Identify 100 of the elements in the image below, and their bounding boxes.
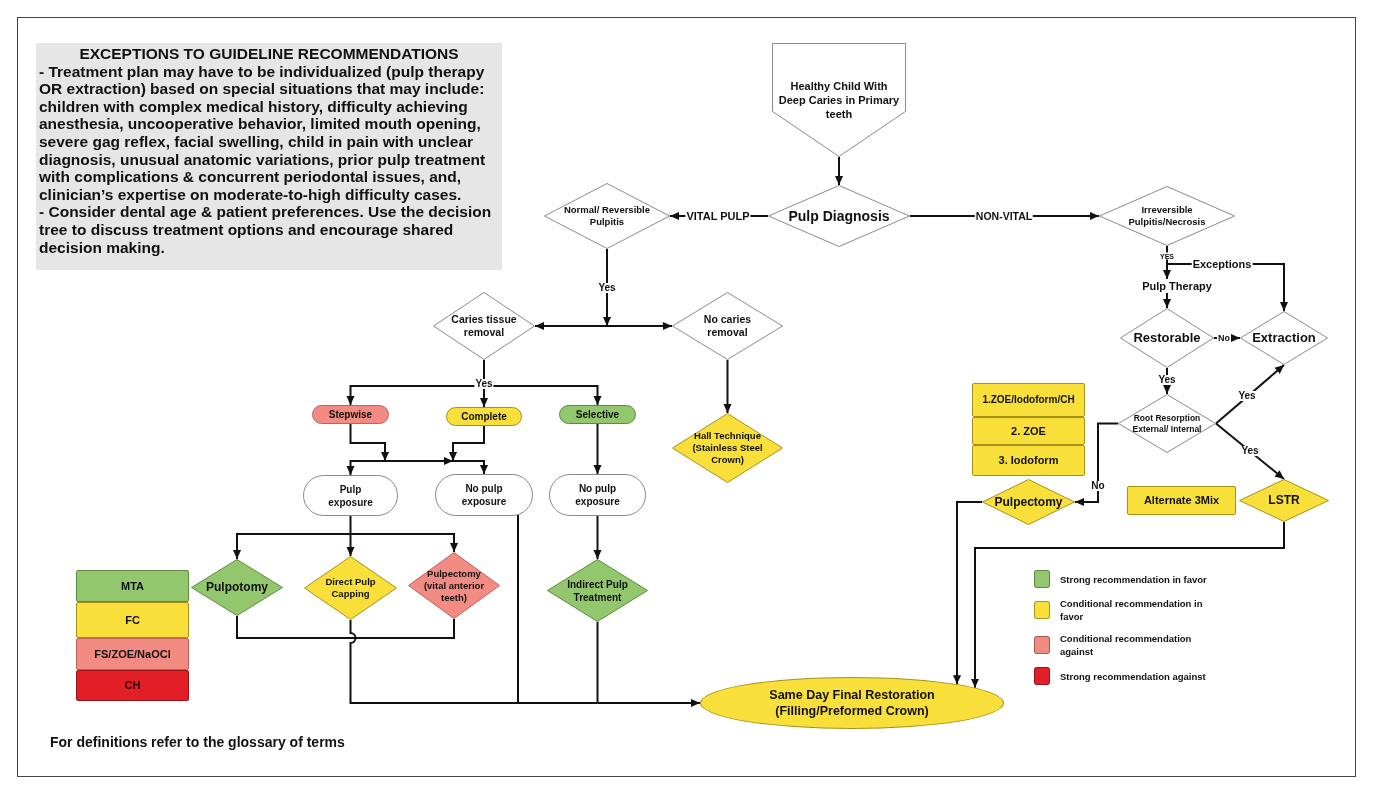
arrow <box>1074 422 1119 507</box>
arrow <box>970 521 1285 689</box>
node-label: 2. ZOE <box>1011 424 1046 438</box>
node-label: Irreversible Pulpitis/Necrosis <box>1127 204 1207 228</box>
node-label: Same Day Final Restoration (Filling/Preformed Crown) <box>768 687 936 719</box>
arrow <box>448 425 485 462</box>
node-label: No caries removal <box>702 313 753 339</box>
note-text: - Consider dental age & patient preferences. Use the decision tree to discuss treatment options and encourage shared decision making. <box>39 203 493 257</box>
arrow <box>384 456 454 466</box>
terminal-pill <box>312 405 389 424</box>
edge-label: NON-VITAL <box>974 210 1034 222</box>
edge-label: Yes <box>474 379 494 389</box>
legend-label: Conditional recommendation in favor <box>1060 597 1204 623</box>
arrow <box>349 533 459 553</box>
process-box <box>76 638 189 670</box>
arrow <box>232 533 352 560</box>
arrow <box>1162 292 1172 309</box>
decision-diamond <box>191 559 283 616</box>
decision-diamond <box>547 559 648 622</box>
node-label: 3. Iodoform <box>998 454 1059 467</box>
node-label: Selective <box>575 408 620 421</box>
arrow <box>593 423 602 475</box>
arrow <box>593 515 602 560</box>
node-label: Extraction <box>1252 330 1316 346</box>
decision-diamond <box>1239 479 1329 522</box>
arrow <box>346 460 386 476</box>
process-box <box>972 445 1085 476</box>
edge-label: No <box>1217 333 1231 343</box>
node-label: Alternate 3Mix <box>1143 494 1220 507</box>
connector-line <box>349 619 519 704</box>
process-box <box>76 602 189 638</box>
arrow <box>952 501 983 686</box>
edge-label: No <box>1090 481 1106 491</box>
edge-label: Yes <box>1240 446 1260 456</box>
connector-line <box>596 621 599 704</box>
decision-diamond <box>544 183 670 249</box>
node-label: Restorable <box>1133 330 1201 346</box>
decision-diamond <box>433 292 535 360</box>
arrow <box>534 321 608 331</box>
decision-diamond <box>1120 308 1214 368</box>
process-box <box>972 417 1085 445</box>
decision-diamond <box>672 413 783 483</box>
note-heading: EXCEPTIONS TO GUIDELINE RECOMMENDATIONS <box>78 45 460 63</box>
arrow <box>723 359 732 414</box>
arrow <box>602 248 612 327</box>
process-box <box>972 383 1085 417</box>
node-label: Pulpectomy (vital anterior teeth) <box>422 567 486 604</box>
note-text: - Treatment plan may have to be individualized (pulp therapy OR extraction) based on special situations that may include: children with complex medical history, difficulty achieving anesthesia, uncooperative behavior, limited mouth opening, severe gag reflex, facial swelling, child in pain with unclear diagnosis, unusual anatomic variations, prior pulp treatment with complications & concurrent periodontal issues, and, clinician’s expertise on moderate-to-high difficulty cases. <box>39 62 487 204</box>
edge-label: Yes <box>597 283 617 293</box>
start-pentagon <box>772 43 906 157</box>
decision-diamond <box>408 552 500 619</box>
node-label: Healthy Child With Deep Caries in Primary teeth <box>777 79 901 121</box>
arrow <box>346 533 355 557</box>
node-label: Normal/ Reversible Pulpitis <box>562 204 652 228</box>
node-label: Pulp exposure <box>327 482 374 509</box>
decision-diamond <box>1118 394 1216 453</box>
footnote-text: For definitions refer to the glossary of terms <box>50 734 345 751</box>
terminal-pill <box>559 405 636 424</box>
connector-line <box>236 615 455 639</box>
node-label: Stepwise <box>328 408 373 421</box>
node-label: Caries tissue removal <box>450 313 518 339</box>
node-label: No pulp exposure <box>574 482 621 508</box>
edge-label: Yes <box>1237 391 1257 401</box>
arrow <box>596 698 701 708</box>
node-label: 1.ZOE/Iodoform/CH <box>982 394 1075 406</box>
process-box <box>1127 486 1236 515</box>
arrow <box>834 156 844 186</box>
terminal-pill <box>435 474 533 516</box>
decision-diamond <box>768 185 910 247</box>
decision-diamond <box>672 292 783 360</box>
node-label: Complete <box>461 410 507 423</box>
edge-label: Exceptions <box>1191 258 1253 270</box>
edge-label: Yes <box>1157 375 1177 385</box>
node-label: MTA <box>121 579 144 593</box>
decision-diamond <box>1099 186 1235 246</box>
decision-diamond <box>304 556 397 620</box>
arrow <box>349 423 390 462</box>
decision-diamond <box>1240 311 1328 365</box>
arrow <box>1215 364 1285 425</box>
node-label: FS/ZOE/NaOCl <box>94 647 171 661</box>
node-label: FC <box>125 613 140 627</box>
node-label: Pulp Diagnosis <box>788 207 890 225</box>
legend-label: Strong recommendation in favor <box>1060 572 1208 586</box>
arrow <box>1162 367 1172 395</box>
legend-label: Conditional recommendation against <box>1060 632 1193 658</box>
edge-label: VITAL PULP <box>685 210 751 222</box>
arrow <box>452 460 489 475</box>
connector-line <box>349 515 352 535</box>
terminal-pill <box>303 475 398 516</box>
arrow <box>606 321 673 331</box>
decision-diamond <box>982 479 1075 525</box>
legend-label: Strong recommendation against <box>1060 669 1207 683</box>
connector-line <box>517 514 519 704</box>
node-label: Hall Technique (Stainless Steel Crown) <box>691 430 764 466</box>
node-label: Indirect Pulp Treatment <box>566 577 629 604</box>
process-box <box>76 570 189 602</box>
arrow <box>1215 422 1285 480</box>
note-box <box>36 43 502 270</box>
node-label: LSTR <box>1268 493 1300 508</box>
node-label: CH <box>124 679 141 692</box>
